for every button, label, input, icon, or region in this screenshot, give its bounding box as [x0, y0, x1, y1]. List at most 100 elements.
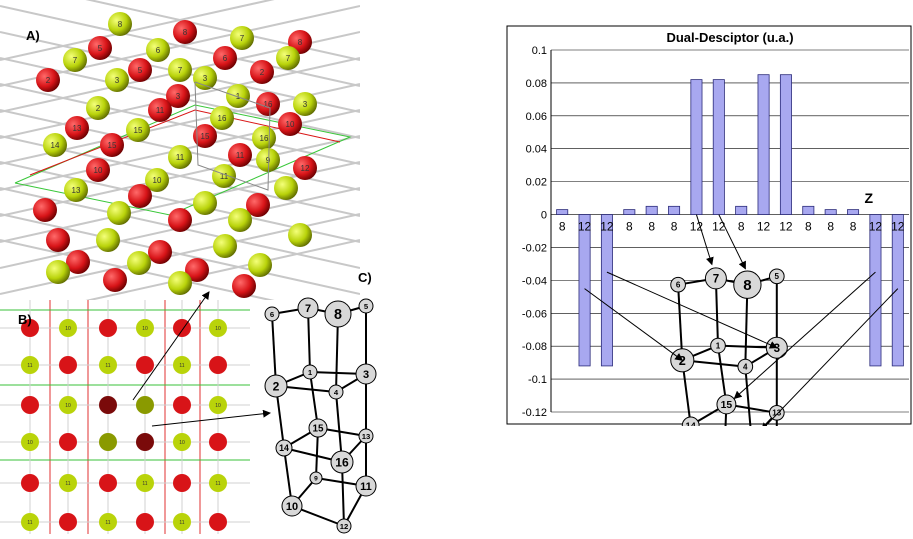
atom-sphere: [250, 60, 274, 84]
lattice-a-atom: 8: [173, 20, 197, 44]
y-tick-label: 0.1: [532, 45, 547, 57]
lattice-a-atom: 13: [64, 178, 88, 202]
chart-arrow: [584, 288, 684, 361]
atom-sphere: [230, 26, 254, 50]
atom-sphere: [209, 319, 227, 337]
lattice-b-atom: 10: [59, 396, 77, 414]
atom-sphere: [228, 143, 252, 167]
node-label: 5: [364, 302, 369, 311]
atom-number: 11: [156, 106, 165, 115]
cluster-c-node-12: 12: [336, 518, 352, 534]
atom-sphere: [276, 46, 300, 70]
lattice-a-atom: 6: [146, 38, 170, 62]
lattice-b-atom: [59, 433, 77, 451]
x-tick-label: 12: [869, 220, 883, 234]
atom-number: 3: [203, 74, 208, 83]
atom-sphere: [232, 274, 256, 298]
chart-bar: [802, 205, 815, 215]
cluster-c-node-10: 10: [281, 495, 303, 517]
y-tick-label: -0.02: [522, 242, 547, 254]
overlay-cluster-edge: [714, 278, 719, 346]
cluster-c-node-1: 1: [302, 364, 318, 380]
atom-sphere: [173, 319, 191, 337]
lattice-a-atom: [193, 191, 217, 215]
lattice-b-atom: [21, 396, 39, 414]
atom-sphere: [173, 474, 191, 492]
node-circle: [733, 270, 762, 299]
cluster-c-node-4: 4: [328, 384, 344, 400]
atom-sphere: [99, 513, 117, 531]
atom-sphere: [256, 92, 280, 116]
node-label: 6: [676, 281, 681, 290]
chart-arrow: [606, 271, 778, 349]
y-tick-label: 0.04: [526, 144, 547, 156]
lattice-b-atom: [136, 356, 154, 374]
atom-sphere: [193, 66, 217, 90]
node-label: 10: [286, 501, 298, 513]
x-tick-label: 12: [779, 220, 793, 234]
lattice-a-atom: [168, 271, 192, 295]
atom-sphere: [209, 396, 227, 414]
lattice-a-atom: 16: [256, 92, 280, 116]
atom-number: 16: [218, 114, 227, 123]
atom-number: 12: [301, 164, 310, 173]
atom-number: 7: [286, 54, 291, 63]
y-tick-label: 0.02: [526, 177, 547, 189]
atom-number: 6: [223, 54, 228, 63]
lattice-a-atom: 3: [105, 68, 129, 92]
atom-sphere: [209, 474, 227, 492]
node-label: 8: [334, 307, 342, 323]
atom-sphere: [21, 396, 39, 414]
atom-sphere: [212, 164, 236, 188]
atom-sphere: [88, 36, 112, 60]
node-label: 8: [743, 277, 751, 294]
node-label: 16: [335, 455, 349, 469]
atom-sphere: [274, 176, 298, 200]
node-label: 6: [270, 310, 274, 319]
atom-sphere: [107, 201, 131, 225]
atom-sphere: [146, 38, 170, 62]
atom-sphere: [168, 271, 192, 295]
cluster-cube-outline: [194, 81, 271, 191]
atom-number: 10: [94, 166, 103, 175]
atom-sphere: [293, 156, 317, 180]
node-label: 5: [775, 272, 780, 281]
chart-arrow: [760, 288, 899, 431]
atom-sphere: [43, 133, 67, 157]
atom-sphere: [99, 433, 117, 451]
atom-sphere: [21, 513, 39, 531]
y-tick-label: 0: [541, 210, 547, 222]
atom-sphere: [193, 191, 217, 215]
lattice-b-atom: [21, 319, 39, 337]
atom-number: 10: [215, 403, 221, 409]
atom-sphere: [136, 513, 154, 531]
lattice-a-atom: 7: [168, 58, 192, 82]
atom-sphere: [193, 124, 217, 148]
lattice-a-atom: 7: [63, 48, 87, 72]
atom-sphere: [209, 356, 227, 374]
node-circle: [297, 297, 319, 319]
node-circle: [328, 384, 344, 400]
lattice-a-atom: 15: [193, 124, 217, 148]
atom-number: 13: [73, 124, 82, 133]
cluster-c-node-16: 16: [330, 450, 354, 474]
lattice-b-atom: [209, 356, 227, 374]
atom-number: 10: [65, 326, 71, 332]
atom-number: 15: [108, 141, 117, 150]
atom-sphere: [128, 184, 152, 208]
node-label: 13: [772, 409, 781, 418]
chart-svg: Dual-Desciptor (u.a.)0.10.080.060.040.02…: [506, 25, 912, 516]
atom-number: 2: [260, 68, 265, 77]
atom-sphere: [63, 48, 87, 72]
lattice-a-atom: [46, 228, 70, 252]
x-tick-label: 8: [850, 220, 857, 234]
atom-number: 5: [138, 66, 143, 75]
atom-sphere: [145, 168, 169, 192]
lattice-a-atom: 5: [88, 36, 112, 60]
cluster-c-node-7: 7: [297, 297, 319, 319]
atom-number: 2: [46, 76, 51, 85]
node-label: 14: [279, 443, 289, 453]
overlay-cluster-edge: [690, 424, 752, 442]
